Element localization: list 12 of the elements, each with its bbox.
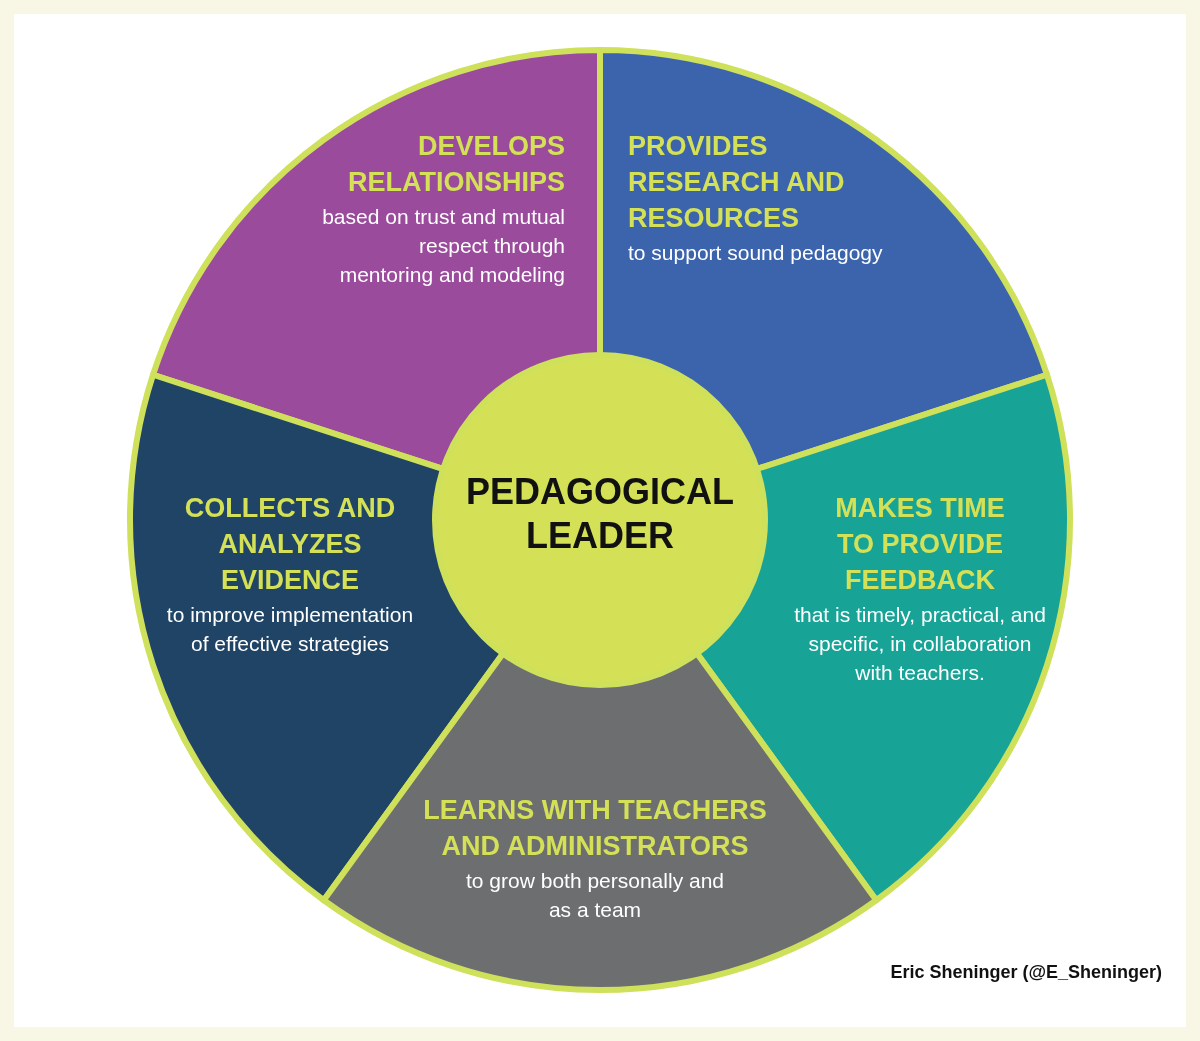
segment-description: that is timely, practical, and specific, in collaboration with teachers.	[793, 602, 1047, 686]
segment-heading: MAKES TIME TO PROVIDE FEEDBACK	[834, 492, 1006, 597]
segment-heading: COLLECTS AND ANALYZES EVIDENCE	[183, 492, 397, 597]
segment-description: to support sound pedagogy	[628, 240, 884, 266]
credit-text: Eric Sheninger (@E_Sheninger)	[890, 962, 1162, 983]
center-title: PEDAGOGICAL LEADER	[465, 470, 735, 558]
segment-description: to improve implementation of effective strategies	[165, 602, 415, 657]
segment-description: to grow both personally and as a team	[465, 868, 725, 923]
segment-description: based on trust and mutual respect through mentoring and modeling	[321, 204, 565, 288]
segment-heading: PROVIDES RESEARCH AND RESOURCES	[628, 130, 846, 235]
segment-heading: DEVELOPS RELATIONSHIPS	[347, 130, 565, 199]
segment-heading: LEARNS WITH TEACHERS AND ADMINISTRATORS	[422, 794, 768, 863]
